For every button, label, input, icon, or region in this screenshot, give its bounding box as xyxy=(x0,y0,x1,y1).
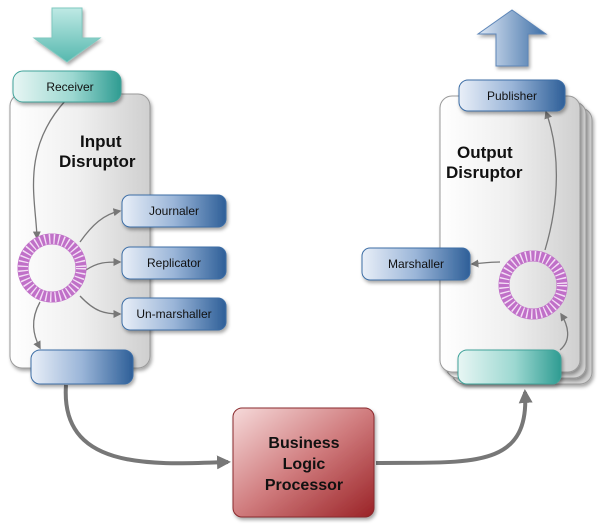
receiver-to-ring-connector xyxy=(32,99,67,240)
ring-to-input-slot-connector xyxy=(32,301,41,350)
incoming-arrow-icon xyxy=(32,7,102,63)
input-disruptor-title-line1: Input xyxy=(80,132,122,151)
business-logic-label-line2: Logic xyxy=(283,456,326,473)
business-logic-processor-box xyxy=(232,407,375,518)
output-ring-buffer xyxy=(498,250,568,320)
business-logic-label-line1: Business xyxy=(268,435,339,452)
ring-to-replicator-connector xyxy=(85,258,122,271)
input-to-business-logic-flow xyxy=(63,384,231,470)
output-disruptor-title-line2: Disruptor xyxy=(446,163,523,182)
ring-to-marshaller-connector xyxy=(470,259,501,268)
business-logic-to-output-flow xyxy=(375,389,533,465)
outgoing-arrow-icon xyxy=(476,9,548,67)
ring-to-unmarshaller-connector xyxy=(79,295,122,318)
replicator-box xyxy=(121,246,227,280)
ring-to-publisher-connector xyxy=(544,110,558,251)
input-disruptor-title-line2: Disruptor xyxy=(59,152,136,171)
receiver-label: Receiver xyxy=(46,80,93,94)
replicator-label: Replicator xyxy=(147,256,201,270)
receiver-box xyxy=(12,70,122,103)
output-disruptor-panel xyxy=(439,95,581,373)
publisher-box xyxy=(458,79,566,112)
ring-to-journaler-connector xyxy=(79,208,122,243)
journaler-label: Journaler xyxy=(149,204,199,218)
input-ring-buffer xyxy=(17,233,87,303)
marshaller-box xyxy=(361,247,471,281)
input-output-slot xyxy=(30,349,134,385)
output-slot-to-ring-connector xyxy=(559,312,569,351)
unmarshaller-box xyxy=(121,297,227,331)
output-disruptor-title-line1: Output xyxy=(457,143,513,162)
journaler-box xyxy=(121,194,227,228)
business-logic-label-line3: Processor xyxy=(265,477,343,494)
unmarshaller-label: Un-marshaller xyxy=(136,307,211,321)
marshaller-label: Marshaller xyxy=(388,257,444,271)
output-input-slot xyxy=(457,349,562,385)
publisher-label: Publisher xyxy=(487,89,537,103)
